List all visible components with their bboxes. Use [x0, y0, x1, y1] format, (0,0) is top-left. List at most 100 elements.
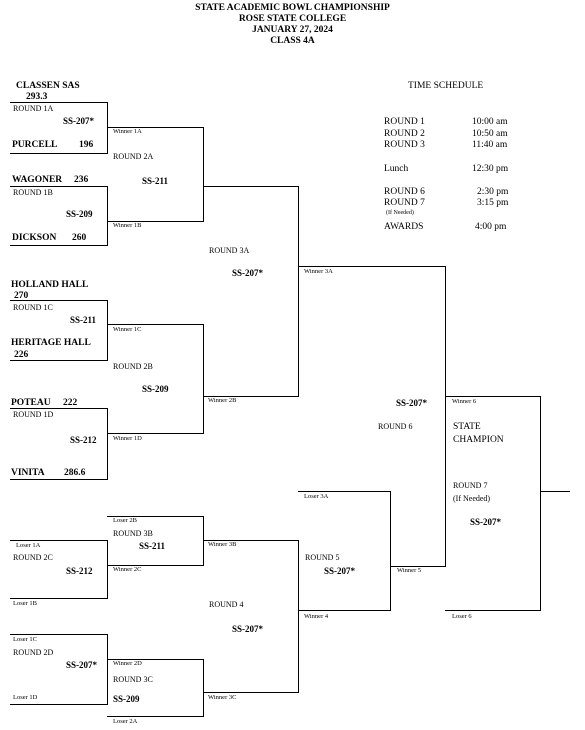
- bracket-line: [203, 324, 204, 434]
- bracket-line: [203, 127, 204, 222]
- advance-label: Winner 2C: [113, 566, 142, 573]
- room-label: SS-207*: [63, 116, 95, 126]
- room-label: SS-207*: [470, 517, 502, 527]
- room-label: SS-211: [139, 541, 166, 551]
- bracket-line: [203, 692, 299, 693]
- bracket-line: [298, 491, 391, 492]
- schedule-if-needed: (If Needed): [386, 210, 414, 216]
- bracket-line: [107, 540, 108, 599]
- team-name: VINITA: [11, 468, 45, 478]
- schedule-time: 3:15 pm: [477, 198, 509, 208]
- bracket-line: [445, 266, 446, 566]
- bracket-line: [107, 433, 204, 434]
- room-label: SS-209: [142, 384, 169, 394]
- round-label: ROUND 5: [305, 553, 340, 562]
- advance-label: Winner 2B: [208, 397, 237, 404]
- round-label: ROUND 3A: [209, 246, 250, 255]
- advance-label: Winner 1B: [113, 222, 142, 229]
- round-label: ROUND 6: [378, 422, 413, 431]
- champion-label: CHAMPION: [453, 435, 504, 445]
- bracket-line: [10, 540, 108, 541]
- round-label: ROUND 1B: [13, 188, 53, 197]
- bracket-line: [445, 396, 541, 397]
- bracket-line: [203, 516, 204, 566]
- schedule-label: ROUND 3: [384, 140, 425, 150]
- round-label: ROUND 3B: [113, 529, 153, 538]
- bracket-line: [203, 396, 299, 397]
- team-name: PURCELL: [12, 140, 58, 150]
- bracket-line: [107, 186, 108, 246]
- advance-label: Winner 4: [304, 613, 329, 620]
- schedule-time: 12:30 pm: [472, 164, 509, 174]
- bracket-line: [298, 186, 299, 397]
- schedule-label: ROUND 1: [384, 117, 425, 127]
- bracket-line: [10, 102, 108, 103]
- schedule-time: 4:00 pm: [475, 222, 507, 232]
- team-name: HERITAGE HALL: [11, 338, 91, 348]
- bracket-line: [298, 540, 299, 693]
- advance-label: Winner 1D: [113, 435, 142, 442]
- room-label: SS-207*: [232, 268, 264, 278]
- bracket-line: [10, 479, 108, 480]
- bracket-line: [10, 598, 108, 599]
- team-score: 270: [14, 291, 29, 301]
- bracket-line: [107, 324, 204, 325]
- advance-label: Winner 1C: [113, 326, 142, 333]
- round-label: ROUND 2C: [13, 553, 53, 562]
- round-label: ROUND 1C: [13, 303, 53, 312]
- bracket-line: [10, 153, 108, 154]
- title-line-2: ROSE STATE COLLEGE: [238, 14, 347, 24]
- round-label: ROUND 2A: [113, 152, 154, 161]
- bracket-line: [107, 127, 204, 128]
- advance-label: Loser 1B: [13, 600, 38, 607]
- advance-label: Winner 6: [452, 398, 477, 405]
- room-label: SS-207*: [232, 624, 264, 634]
- advance-label: Winner 1A: [113, 128, 142, 135]
- bracket-line: [390, 491, 391, 611]
- advance-label: Loser 2A: [113, 718, 138, 725]
- bracket-line: [107, 516, 204, 517]
- bracket-line: [107, 716, 204, 717]
- round-label: ROUND 2D: [13, 648, 54, 657]
- team-score: 293.3: [26, 92, 48, 102]
- advance-label: Winner 3B: [208, 541, 237, 548]
- team-name: CLASSEN SAS: [16, 81, 80, 91]
- bracket-line: [10, 408, 108, 409]
- room-label: SS-207*: [396, 398, 428, 408]
- team-score: 286.6: [64, 468, 86, 478]
- advance-label: Loser 1D: [13, 694, 38, 701]
- advance-label: Winner 3A: [304, 268, 333, 275]
- schedule-title: TIME SCHEDULE: [408, 81, 484, 91]
- round-label: ROUND 3C: [113, 675, 153, 684]
- round-label: ROUND 1D: [13, 410, 54, 419]
- room-label: SS-211: [70, 315, 97, 325]
- bracket-line: [10, 300, 108, 301]
- round-label: ROUND 7: [453, 481, 488, 490]
- bracket-line: [107, 221, 204, 222]
- bracket-line: [10, 186, 108, 187]
- team-score: 260: [72, 233, 87, 243]
- room-label: SS-212: [66, 566, 93, 576]
- bracket-line: [107, 408, 108, 480]
- bracket-line: [107, 659, 204, 660]
- room-label: SS-211: [142, 176, 169, 186]
- advance-label: Loser 2B: [113, 517, 138, 524]
- team-name: HOLLAND HALL: [11, 280, 89, 290]
- room-label: SS-212: [70, 435, 97, 445]
- schedule-time: 2:30 pm: [477, 187, 509, 197]
- bracket-line: [107, 565, 204, 566]
- advance-label: Loser 1A: [16, 542, 41, 549]
- bracket-line: [390, 566, 446, 567]
- room-label: SS-207*: [66, 660, 98, 670]
- advance-label: Loser 6: [452, 613, 472, 620]
- bracket-line: [107, 102, 108, 154]
- round-label: ROUND 1A: [13, 104, 54, 113]
- team-score: 222: [63, 398, 78, 408]
- advance-label: Loser 1C: [13, 636, 38, 643]
- title-line-3: JANUARY 27, 2024: [252, 25, 333, 35]
- bracket-line: [107, 634, 108, 705]
- bracket-line: [203, 540, 299, 541]
- advance-label: Loser 3A: [304, 493, 329, 500]
- round-label: ROUND 2B: [113, 362, 153, 371]
- bracket-line: [10, 360, 108, 361]
